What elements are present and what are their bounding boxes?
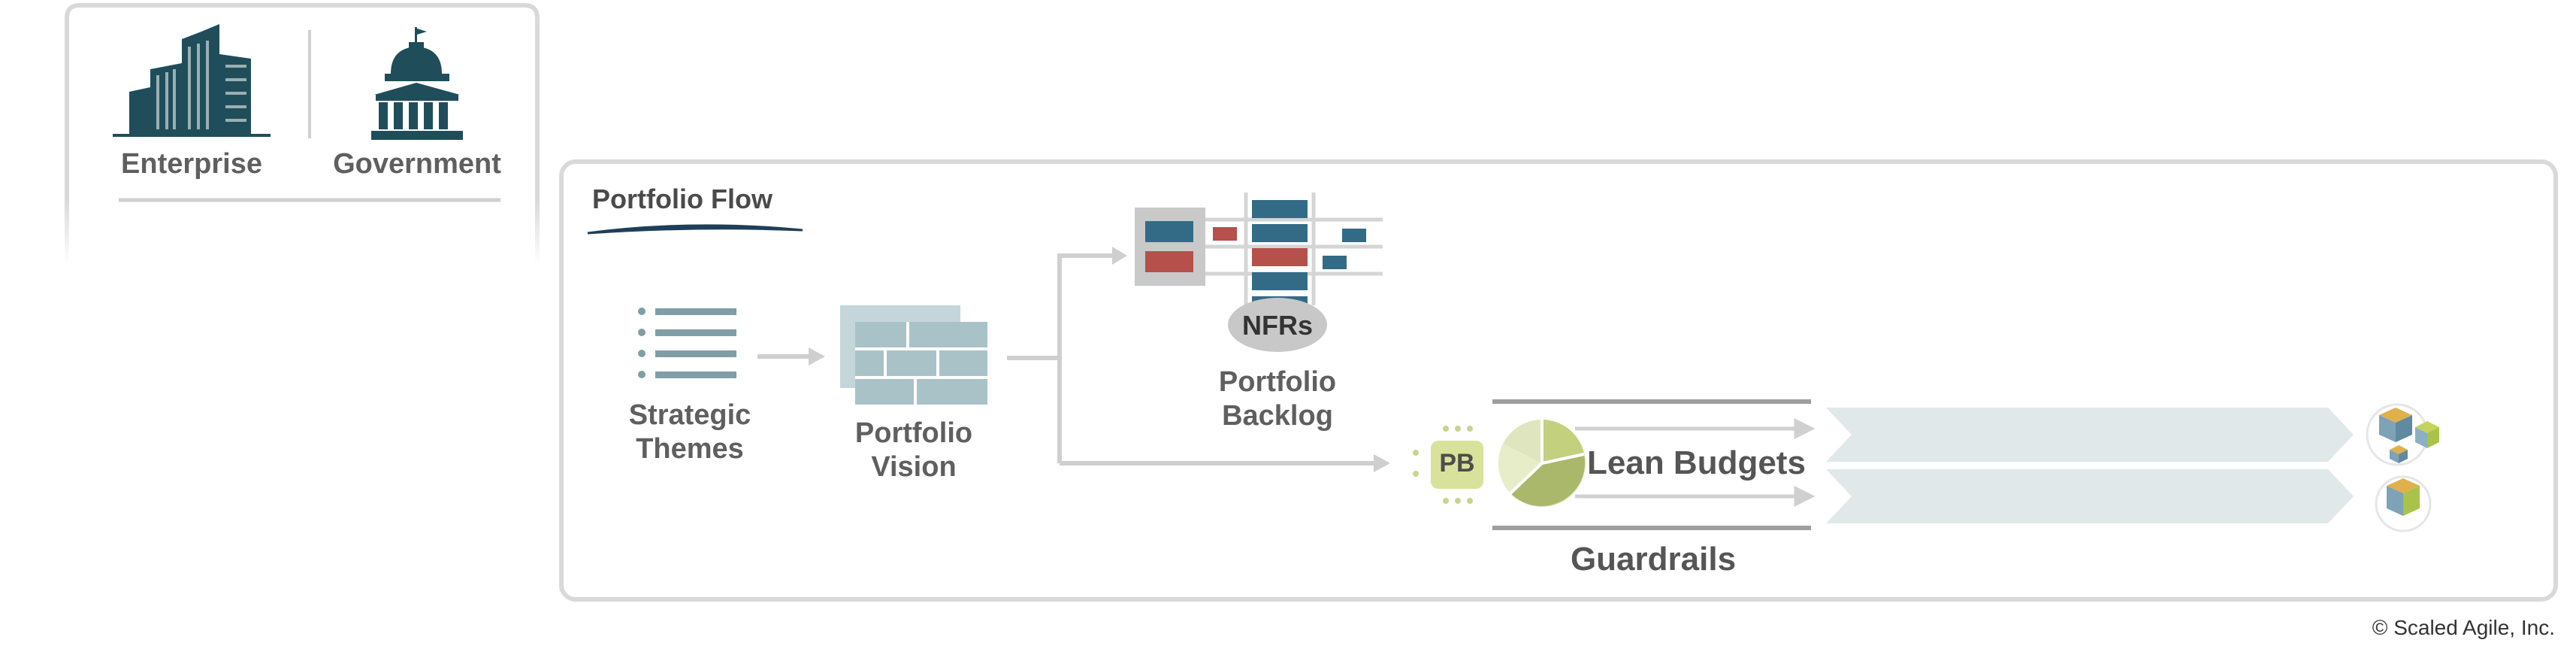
copyright-text: © Scaled Agile, Inc. — [2372, 616, 2555, 639]
context-panel — [65, 3, 540, 265]
solution-cube-icons — [2366, 403, 2439, 532]
enterprise-label: Enterprise — [121, 148, 262, 180]
pb-badge-label: PB — [1439, 449, 1475, 478]
strategic-themes-label: Strategic Themes — [628, 399, 751, 465]
portfolio-vision-label: Portfolio Vision — [854, 417, 973, 483]
portfolio-flow-title: Portfolio Flow — [592, 183, 772, 214]
guardrails-label: Guardrails — [1570, 541, 1737, 578]
strategic-themes-list-icon — [636, 304, 741, 387]
title-underline-swoosh — [586, 218, 804, 241]
portfolio-backlog-label: Portfolio Backlog — [1218, 366, 1337, 432]
portfolio-flow-frame — [559, 159, 2558, 602]
nfrs-label: NFRs — [1241, 310, 1313, 341]
enterprise-buildings-icon — [113, 24, 271, 137]
portfolio-backlog-kanban-icon — [1135, 193, 1383, 358]
government-capitol-icon — [370, 27, 464, 140]
lean-budgets-graphic — [1405, 391, 2457, 541]
portfolio-vision-icon — [840, 305, 987, 405]
lean-budgets-label: Lean Budgets — [1587, 444, 1806, 481]
context-panel-frame — [65, 3, 540, 265]
government-label: Government — [333, 148, 501, 180]
